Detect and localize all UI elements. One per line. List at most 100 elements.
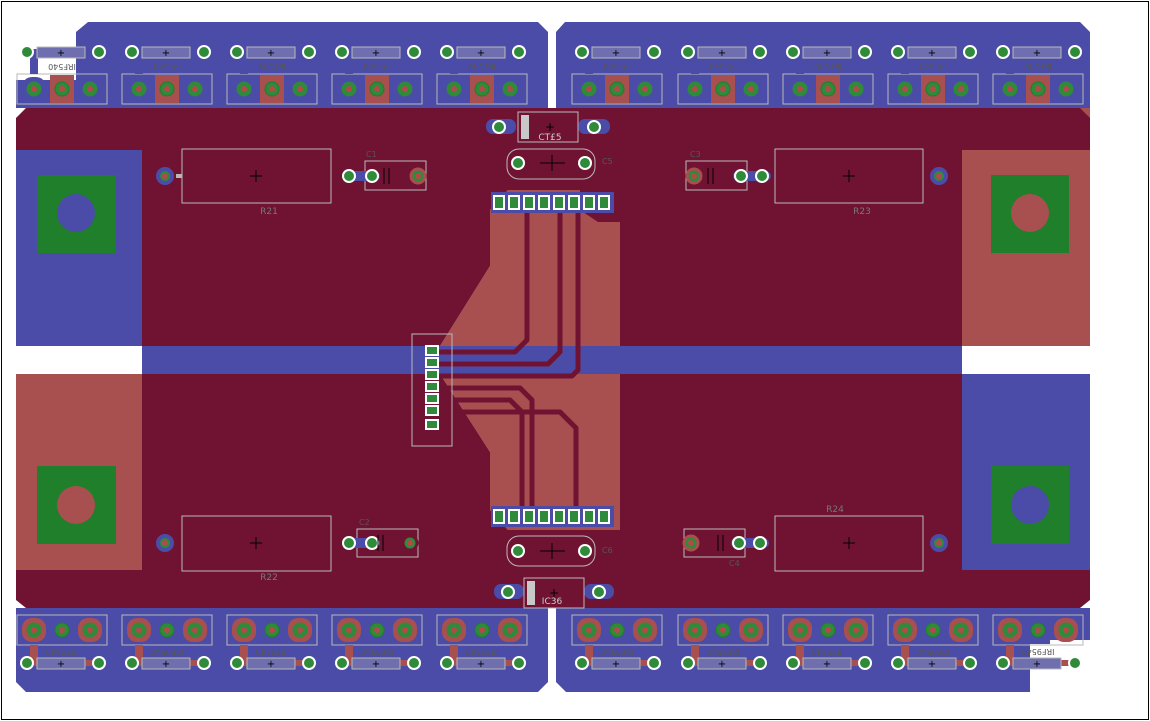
gate-resistor-plus: + bbox=[477, 659, 485, 670]
mount-hole-left-top bbox=[57, 194, 95, 232]
gate-resistor-top-1: + bbox=[20, 45, 106, 59]
label-r23: R23 bbox=[853, 207, 871, 217]
mosfet-label: IRF9540 bbox=[601, 647, 634, 656]
mosfet-label: IRF540 bbox=[709, 62, 737, 71]
resistor-r24: R24 bbox=[774, 505, 948, 572]
gate-resistor-bottom-1: + bbox=[20, 656, 106, 670]
mosfet-top-7: IRF540 bbox=[677, 52, 769, 105]
gate-resistor-plus: + bbox=[267, 48, 275, 59]
gate-resistor-plus: + bbox=[928, 48, 936, 59]
label-ic-top: CT£5 bbox=[538, 133, 561, 143]
mosfet-label: IRF540 bbox=[258, 62, 286, 71]
trace-5 bbox=[432, 397, 525, 515]
gate-resistor-top-3: + bbox=[230, 45, 316, 59]
mosfet-label: IRF540 bbox=[468, 62, 496, 71]
lower-main-plane bbox=[16, 374, 1090, 608]
gate-resistor-top-4: + bbox=[335, 45, 421, 59]
gate-resistor-plus: + bbox=[612, 48, 620, 59]
mosfet-label: IRF9540 bbox=[466, 647, 499, 656]
capacitors: C1 C2 C3 bbox=[342, 150, 771, 568]
mosfet-top-8: IRF540 bbox=[782, 52, 874, 105]
header-top-pins bbox=[493, 195, 610, 210]
mosfet-row-bottom: IRF9540+IRF9540+IRF9540+IRF9540+IRF9540+… bbox=[16, 614, 1084, 670]
mosfet-bottom-1: IRF9540 bbox=[16, 614, 108, 663]
trace-2 bbox=[432, 205, 563, 367]
gate-resistor-top-5: + bbox=[440, 45, 526, 59]
gate-resistor-plus: + bbox=[57, 48, 65, 59]
capacitor-c5: C5 bbox=[506, 148, 613, 180]
label-ic-bottom: IC36 bbox=[542, 597, 563, 607]
mount-hole-left-bottom bbox=[57, 486, 95, 524]
gate-resistor-bottom-8: + bbox=[786, 656, 872, 670]
label-r24: R24 bbox=[826, 505, 844, 515]
gate-resistor-bottom-10: + bbox=[996, 656, 1082, 670]
mosfet-label: IRF9540 bbox=[256, 647, 289, 656]
mosfet-bottom-7: IRF9540 bbox=[677, 614, 769, 663]
plus-ic-bottom: + bbox=[549, 586, 559, 600]
mosfet-top-10: IRF540 bbox=[992, 52, 1084, 105]
mosfet-bottom-5: IRF9540 bbox=[436, 614, 528, 663]
plus-ic-top: + bbox=[545, 120, 555, 134]
gate-resistor-bottom-3: + bbox=[230, 656, 316, 670]
gate-resistor-plus: + bbox=[267, 659, 275, 670]
mosfet-label: IRF540 bbox=[919, 62, 947, 71]
capacitor-c1: C1 bbox=[342, 150, 427, 191]
label-c6: C6 bbox=[602, 546, 613, 555]
mosfet-label: IRF540 bbox=[1024, 62, 1052, 71]
mosfet-top-4: IRF540 bbox=[331, 52, 423, 105]
upper-main-plane bbox=[16, 108, 1090, 346]
trace-1 bbox=[432, 205, 530, 355]
label-c2: C2 bbox=[359, 518, 370, 527]
gate-resistor-top-8: + bbox=[786, 45, 872, 59]
gate-resistor-plus: + bbox=[928, 659, 936, 670]
ic-top: CT£5 + bbox=[486, 111, 610, 143]
mosfet-label: IRF540 bbox=[48, 62, 76, 71]
mosfet-label: IRF9540 bbox=[46, 647, 79, 656]
overlap-layer bbox=[16, 108, 1090, 608]
signal-traces bbox=[432, 205, 581, 515]
capacitor-c3: C3 bbox=[685, 150, 771, 191]
mount-hole-right-bottom bbox=[1011, 486, 1049, 524]
label-r21: R21 bbox=[260, 207, 278, 217]
mosfet-top-6: IRF540 bbox=[571, 52, 663, 105]
capacitor-c6: C6 bbox=[506, 535, 613, 567]
resistor-r21: R21 bbox=[156, 148, 332, 217]
gate-resistor-bottom-9: + bbox=[891, 656, 977, 670]
mosfet-label: IRF9540 bbox=[151, 647, 184, 656]
capacitor-c4: C4 bbox=[682, 528, 769, 568]
gate-resistor-top-2: + bbox=[125, 45, 211, 59]
trace-4 bbox=[432, 385, 535, 515]
capacitor-c2: C2 bbox=[342, 518, 419, 558]
mosfet-label: IRF540 bbox=[153, 62, 181, 71]
gate-resistor-plus: + bbox=[162, 48, 170, 59]
mosfet-top-3: IRF540 bbox=[226, 52, 318, 105]
trace-3 bbox=[432, 205, 581, 379]
gate-resistor-plus: + bbox=[57, 659, 65, 670]
gate-resistor-plus: + bbox=[372, 659, 380, 670]
resistor-r23: R23 bbox=[774, 148, 948, 217]
mount-hole-right-top bbox=[1011, 194, 1049, 232]
top-copper-center-upper bbox=[440, 190, 620, 346]
mosfet-top-1: IRF540 bbox=[16, 52, 108, 105]
gate-resistor-plus: + bbox=[718, 659, 726, 670]
mosfet-label: IRF9540 bbox=[707, 647, 740, 656]
mosfet-label: IRF540 bbox=[814, 62, 842, 71]
connector-center-pins bbox=[425, 345, 439, 430]
gate-resistor-plus: + bbox=[823, 659, 831, 670]
mosfet-label: IRF540 bbox=[603, 62, 631, 71]
gate-resistor-plus: + bbox=[162, 659, 170, 670]
mosfet-label: IRF9540 bbox=[1022, 647, 1055, 656]
mosfet-label: IRF9540 bbox=[361, 647, 394, 656]
mosfet-bottom-3: IRF9540 bbox=[226, 614, 318, 663]
gate-resistor-top-6: + bbox=[575, 45, 661, 59]
center-driver-section: CT£5 + C5 bbox=[411, 111, 614, 609]
label-c1: C1 bbox=[366, 150, 377, 159]
power-resistors: R21 R22 R23 R24 bbox=[156, 148, 948, 583]
gate-resistor-plus: + bbox=[372, 48, 380, 59]
gate-resistor-plus: + bbox=[1033, 48, 1041, 59]
mounting-pads bbox=[37, 175, 1069, 544]
mosfet-bottom-10: IRF9540 bbox=[992, 614, 1084, 663]
gate-resistor-bottom-6: + bbox=[575, 656, 661, 670]
gate-resistor-top-7: + bbox=[681, 45, 767, 59]
